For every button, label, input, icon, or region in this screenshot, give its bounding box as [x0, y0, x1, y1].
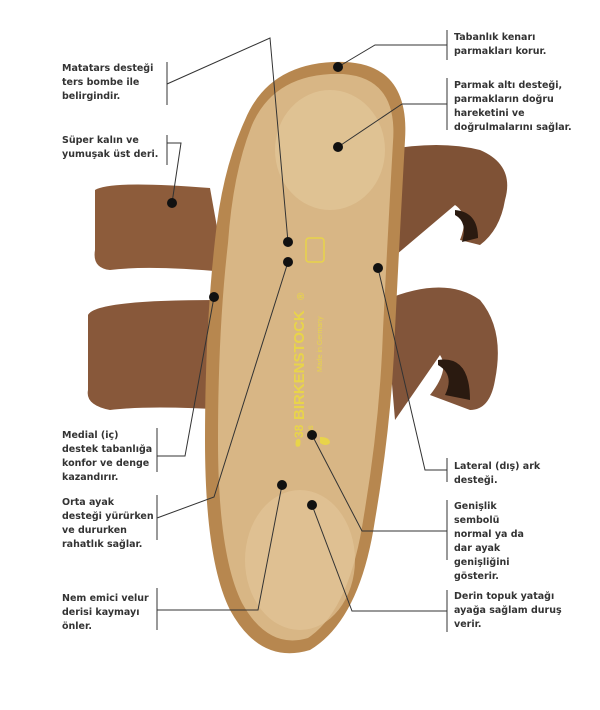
callout-suede: Nem emici velur derisi kaymayı önler. [62, 593, 149, 632]
leader-heel-cup [311, 504, 448, 632]
callout-medial-arch: Medial (iç) destek tabanlığa konfor ve d… [62, 430, 153, 483]
dot-metatarsal [283, 237, 293, 247]
callout-midfoot: Orta ayak desteği yürürken ve dururken r… [62, 497, 154, 550]
size-print: 38 [292, 424, 306, 438]
brand-seal-icon [305, 237, 325, 263]
leader-toe-grip [337, 78, 448, 148]
leader-lines [156, 30, 448, 632]
callout-toe-edge: Tabanlık kenarı parmakları korur. [454, 32, 547, 57]
callout-upper-leather: Süper kalın ve yumuşak üst deri. [62, 135, 159, 160]
dot-midfoot [283, 257, 293, 267]
leader-metatarsal [166, 37, 289, 243]
callout-width-symbol: Genişlik sembolü normal ya da dar ayak g… [454, 501, 524, 582]
footprint-icon [295, 437, 330, 447]
dot-heel-cup [307, 500, 317, 510]
toe-shading [275, 90, 385, 210]
callout-dots [167, 62, 383, 510]
dot-width-symbol [307, 430, 317, 440]
brand-print: BIRKENSTOCK [291, 310, 308, 420]
footbed [218, 73, 394, 641]
leader-toe-edge [337, 30, 448, 68]
leader-medial-arch [156, 296, 215, 472]
callout-toe-grip: Parmak altı desteği, parmakların doğru h… [454, 80, 572, 133]
right-strap-inner-lower [438, 359, 470, 400]
heel-cup-shading [245, 490, 355, 630]
dot-upper-leather [167, 198, 177, 208]
leader-suede [156, 484, 283, 630]
registered-mark: ® [296, 292, 307, 300]
callout-lateral-arch: Lateral (dış) ark desteği. [454, 461, 541, 486]
dot-suede [277, 480, 287, 490]
leader-width-symbol [311, 434, 448, 560]
leader-midfoot [156, 261, 289, 540]
callout-metatarsal: Matatars desteği ters bombe ile belirgin… [62, 63, 154, 102]
leader-upper-leather [166, 135, 182, 204]
right-strap-lower [385, 287, 498, 420]
dot-toe-grip [333, 142, 343, 152]
origin-print: Made in Germany [317, 316, 324, 372]
right-strap-inner [455, 210, 478, 242]
callout-heel-cup: Derin topuk yatağı ayağa sağlam duruş ve… [454, 591, 562, 630]
leader-lateral-arch [377, 267, 448, 482]
left-strap-upper [94, 184, 225, 272]
dot-medial-arch [209, 292, 219, 302]
dot-lateral-arch [373, 263, 383, 273]
dot-toe-edge [333, 62, 343, 72]
left-strap-lower [87, 300, 230, 410]
